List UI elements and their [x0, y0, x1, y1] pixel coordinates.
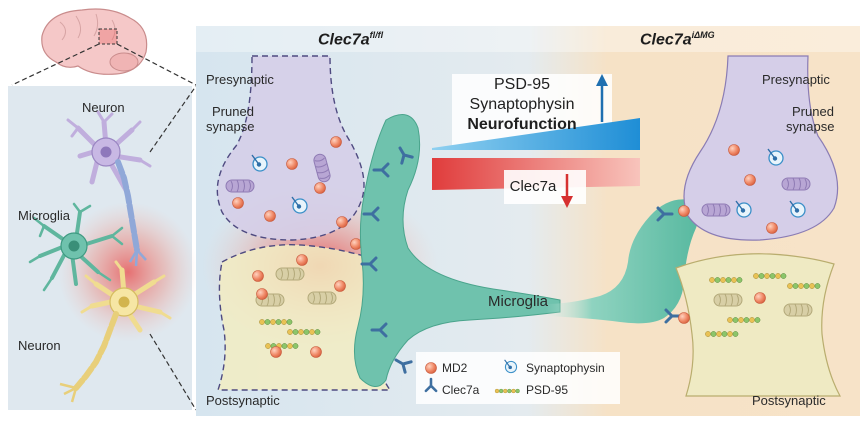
- microglia-cell-left: [28, 202, 124, 292]
- postsynaptic-terminal-left: [217, 220, 392, 391]
- control-postsynaptic-label: Postsynaptic: [206, 393, 280, 408]
- zoom-line-inset-top: [149, 85, 197, 153]
- up-box-line2: Synaptophysin: [469, 96, 575, 113]
- presynaptic-terminal-right: [678, 55, 839, 241]
- zoom-line-left: [11, 43, 100, 86]
- legend-psd95: PSD-95: [526, 383, 569, 397]
- neuron-top: [66, 110, 152, 267]
- down-arrow-icon: [561, 174, 573, 208]
- up-box-line1: PSD-95: [493, 76, 551, 93]
- knockout-postsynaptic-label: Postsynaptic: [752, 393, 826, 408]
- neuron-bottom: [59, 260, 172, 403]
- knockout-title: Clec7aiΔMG: [640, 30, 715, 49]
- control-title: Clec7afl/fl: [318, 30, 384, 49]
- left-neuron-bottom-label: Neuron: [18, 338, 61, 353]
- presynaptic-terminal-left: [216, 55, 365, 241]
- microglia-process-right: [546, 199, 699, 324]
- up-box-line3: Neurofunction: [467, 116, 577, 133]
- microglia-center-label: Microglia: [488, 293, 549, 310]
- left-neuron-top-label: Neuron: [82, 100, 125, 115]
- control-presynaptic-label: Presynaptic: [206, 72, 274, 87]
- legend-box: [416, 352, 620, 404]
- microglia-process-left: [354, 114, 561, 387]
- up-regulation-box: [432, 74, 640, 150]
- knockout-presynaptic-label: Presynaptic: [762, 72, 830, 87]
- legend-synaptophysin: Synaptophysin: [526, 361, 605, 375]
- control-pruned-label-line1: Pruned: [212, 104, 254, 119]
- legend-clec7a: Clec7a: [442, 383, 480, 397]
- knockout-pruned-label-line1: Pruned: [792, 104, 834, 119]
- up-arrow-icon: [596, 74, 608, 122]
- zoom-line-inset-bottom: [149, 333, 197, 411]
- postsynaptic-terminal-right: [675, 253, 842, 397]
- down-box-label: Clec7a: [509, 178, 557, 195]
- down-regulation-box: [432, 158, 640, 204]
- knockout-pruned-label-line2: synapse: [786, 119, 835, 134]
- zoom-line-right: [116, 43, 197, 86]
- left-microglia-label: Microglia: [18, 208, 71, 223]
- control-pruned-label-line2: synapse: [206, 119, 255, 134]
- title-bar: [196, 26, 860, 52]
- legend-md2: MD2: [442, 361, 468, 375]
- brain-icon: [41, 8, 148, 75]
